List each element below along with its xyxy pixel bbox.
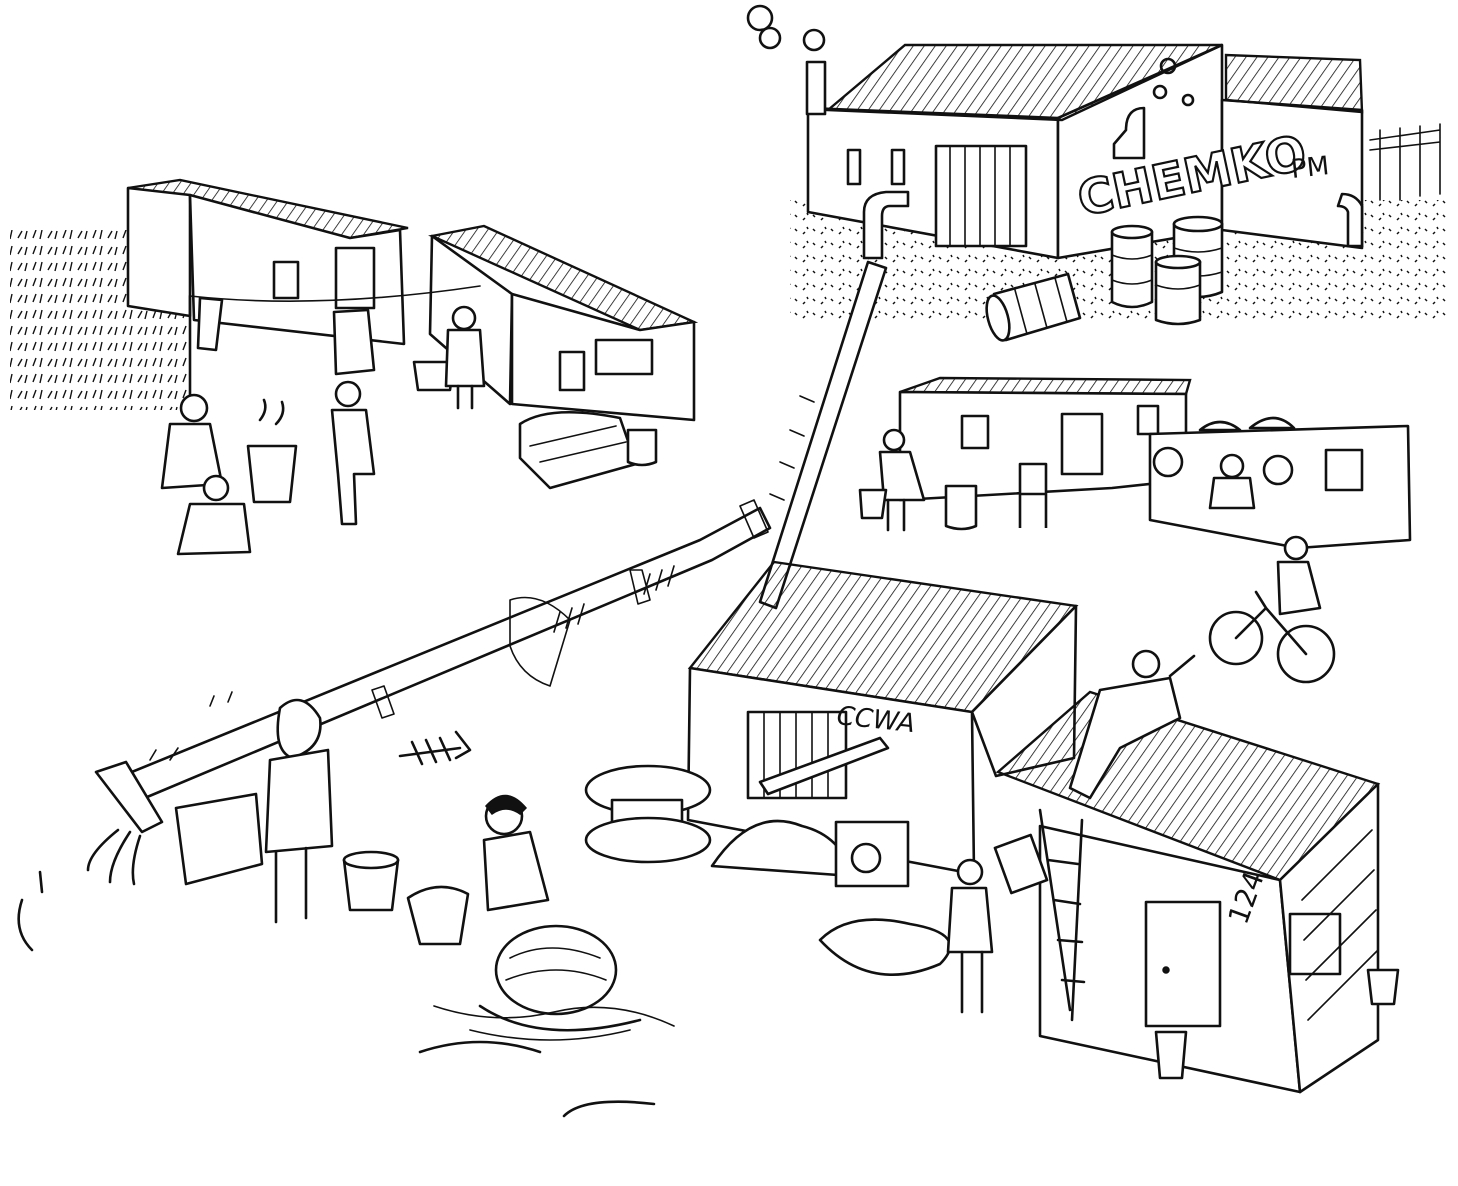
factory-door [934, 144, 1028, 248]
left-shacks [10, 178, 699, 556]
washing-area [17, 691, 675, 1118]
factory-sign-suffix: PM [1290, 151, 1331, 185]
cyclist [1208, 535, 1336, 684]
middle-shacks [858, 376, 1412, 684]
washing-machine [834, 820, 910, 888]
fence [1369, 123, 1441, 201]
armchair [518, 410, 638, 490]
clothesline [189, 285, 481, 302]
house-door [1144, 900, 1222, 1028]
woman-kneeling [406, 794, 618, 1016]
central-shed: CCWA [584, 560, 1079, 976]
pot [246, 444, 298, 504]
chair [1018, 462, 1048, 528]
ladder [1038, 808, 1086, 1022]
puddle [818, 918, 952, 976]
barrels [985, 215, 1224, 342]
house-124: 124 [946, 649, 1400, 1094]
woman-standing [174, 698, 334, 924]
factory-building: CHEMKO PM [746, 4, 1450, 342]
fish-skeleton [398, 730, 472, 766]
people-group-left [160, 305, 486, 556]
smoke [746, 4, 1195, 107]
